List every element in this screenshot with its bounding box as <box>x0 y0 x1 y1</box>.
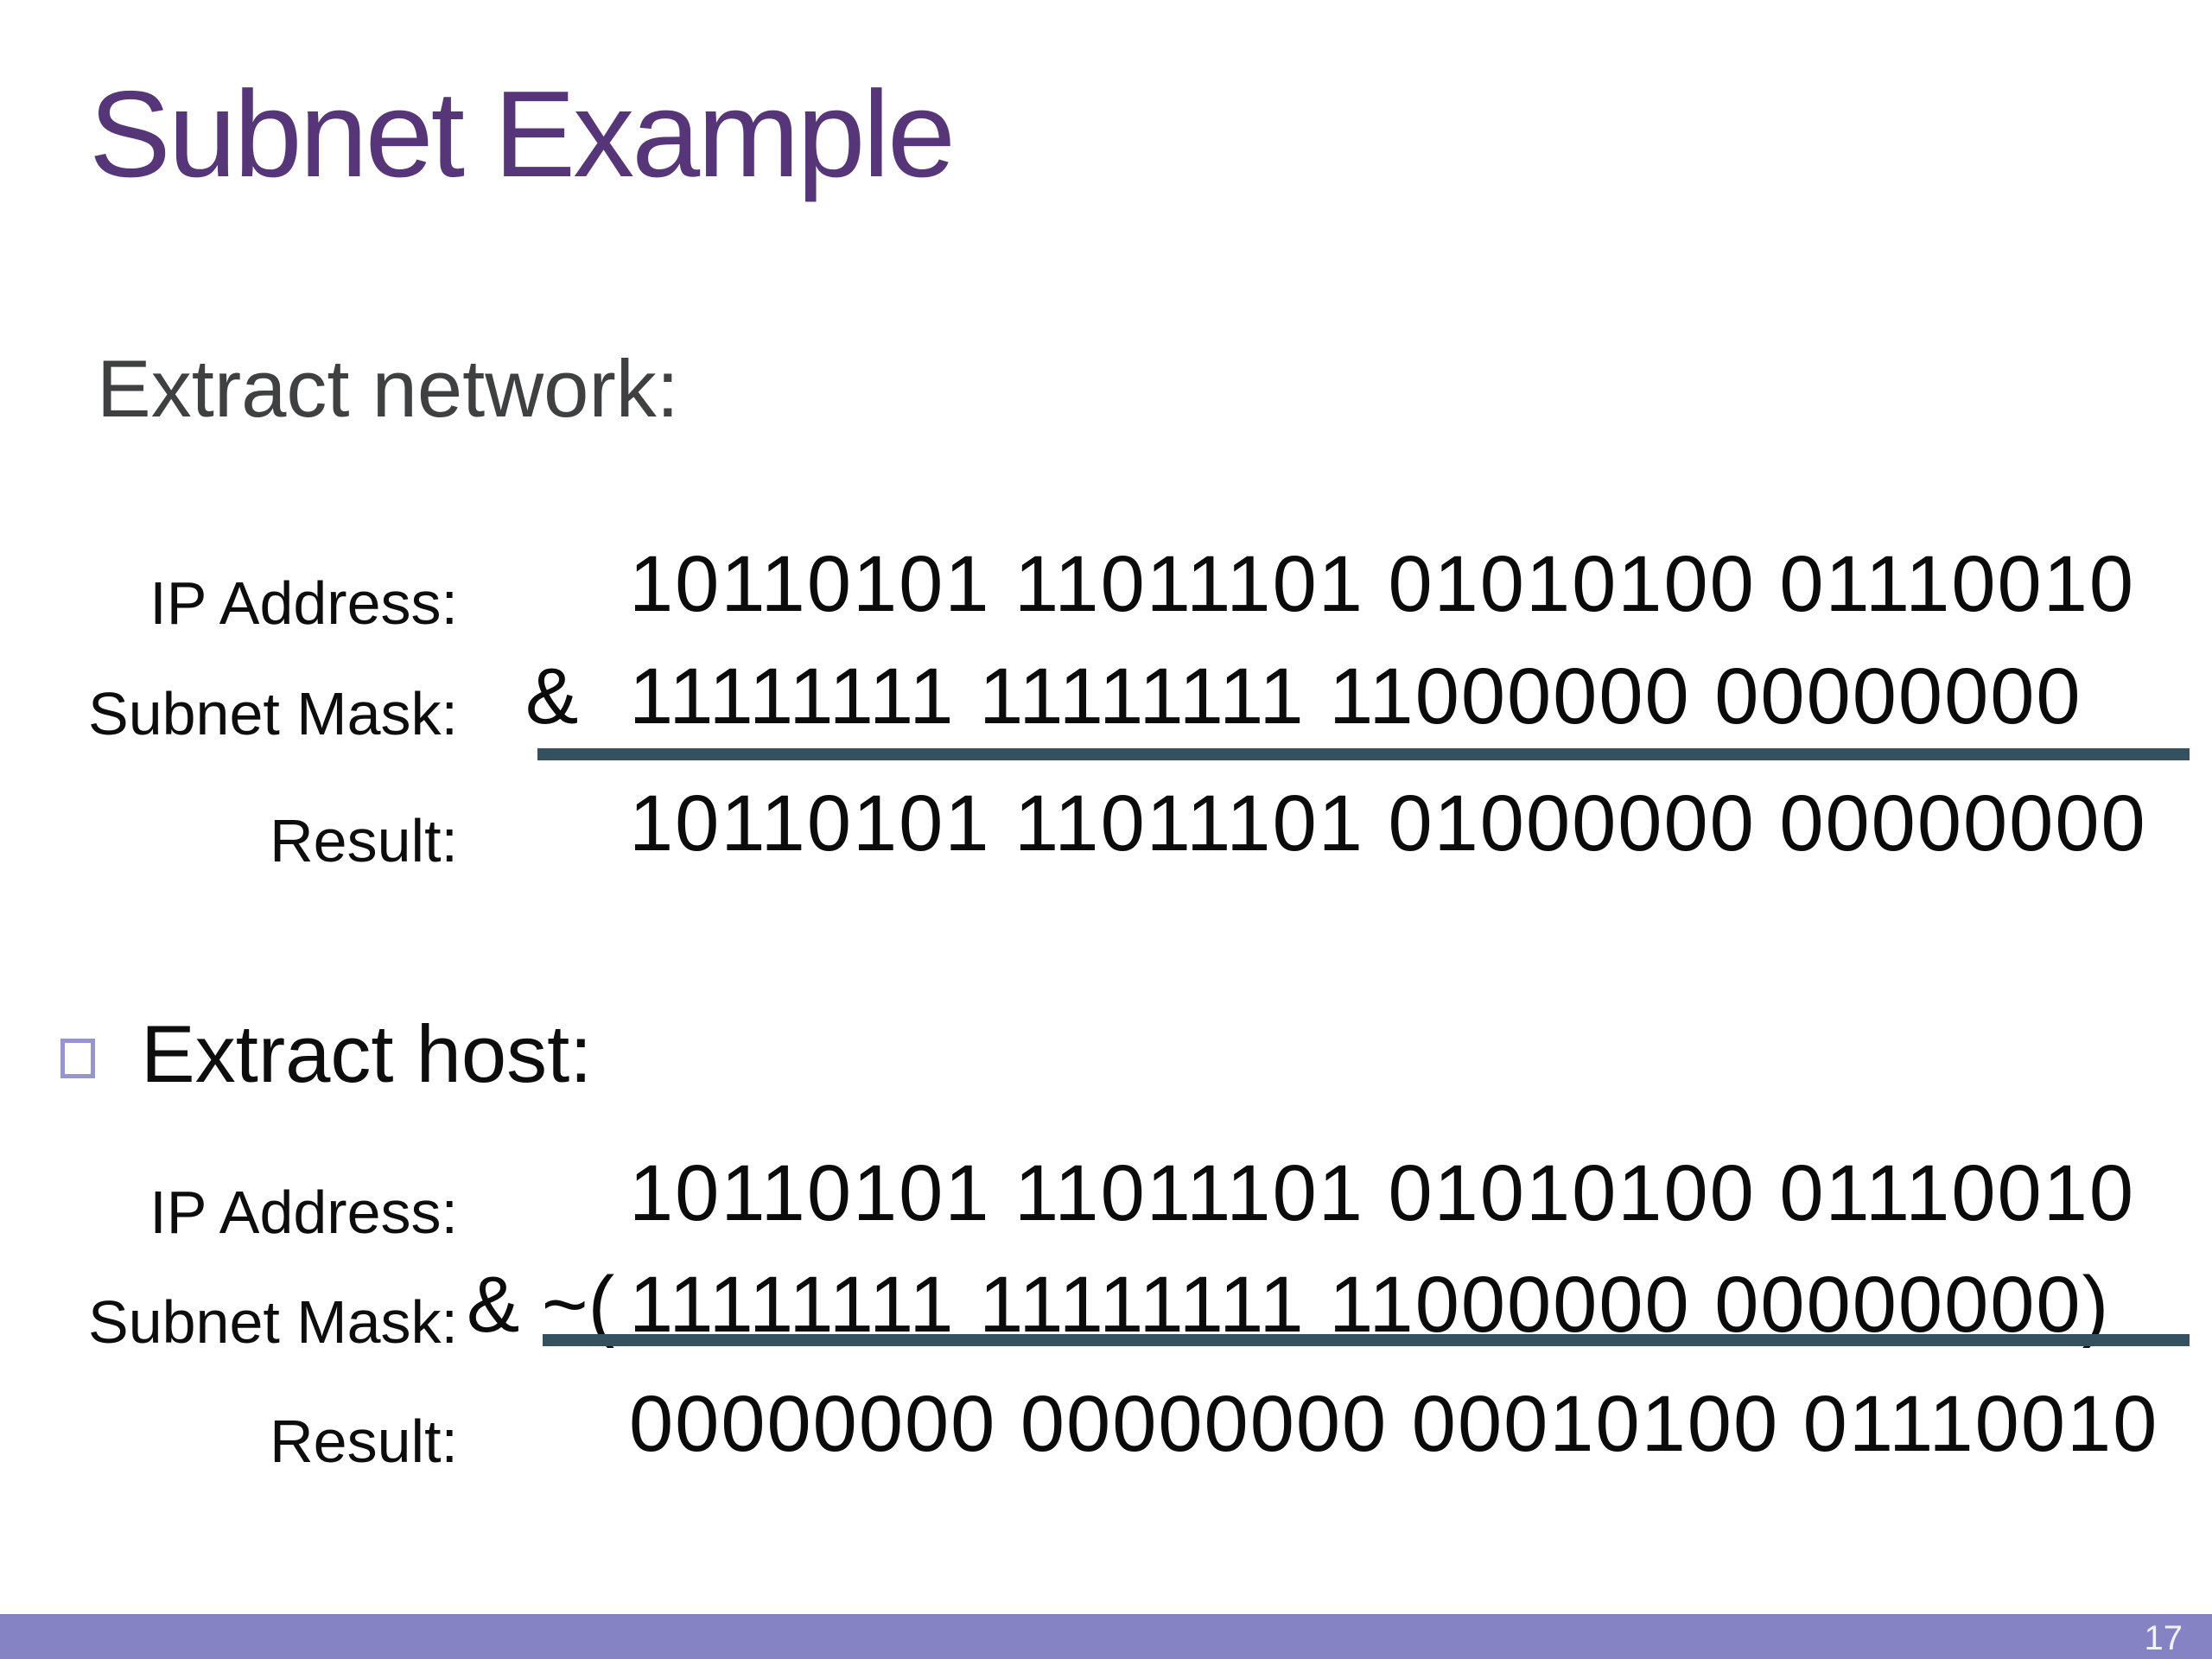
and-not-operator: & ~( <box>467 1261 615 1349</box>
row-label-subnet-mask: Subnet Mask: <box>88 1288 458 1356</box>
closing-paren: ) <box>2082 1261 2111 1349</box>
slide-title: Subnet Example <box>89 66 956 203</box>
section-heading-host: Extract host: <box>141 1008 593 1099</box>
binary-value-subnet-mask: 11111111 11111111 11000000 00000000) <box>629 1263 2110 1347</box>
binary-value-result: 10110101 11011101 01000000 00000000 <box>629 779 2147 868</box>
row-label-result: Result: <box>270 1408 458 1475</box>
binary-value-ip-address: 10110101 11011101 01010100 01110010 <box>629 1149 2136 1237</box>
footer-bar <box>0 1614 2212 1659</box>
binary-digits: 11111111 11111111 11000000 00000000 <box>629 1261 2082 1349</box>
page-number: 17 <box>2144 1619 2183 1657</box>
row-label-subnet-mask: Subnet Mask: <box>88 680 458 747</box>
sum-line <box>543 1334 2190 1346</box>
row-label-result: Result: <box>270 807 458 874</box>
sum-line <box>537 748 2190 760</box>
and-operator: & <box>525 652 579 741</box>
binary-value-subnet-mask: 11111111 11111111 11000000 00000000 <box>629 652 2082 741</box>
row-label-ip-address: IP Address: <box>149 569 458 637</box>
binary-value-ip-address: 10110101 11011101 01010100 01110010 <box>629 540 2136 628</box>
binary-value-result: 00000000 00000000 00010100 01110010 <box>629 1380 2159 1468</box>
section-heading-network: Extract network: <box>97 343 679 434</box>
row-label-ip-address: IP Address: <box>149 1179 458 1246</box>
bullet-square-icon <box>60 1039 95 1078</box>
